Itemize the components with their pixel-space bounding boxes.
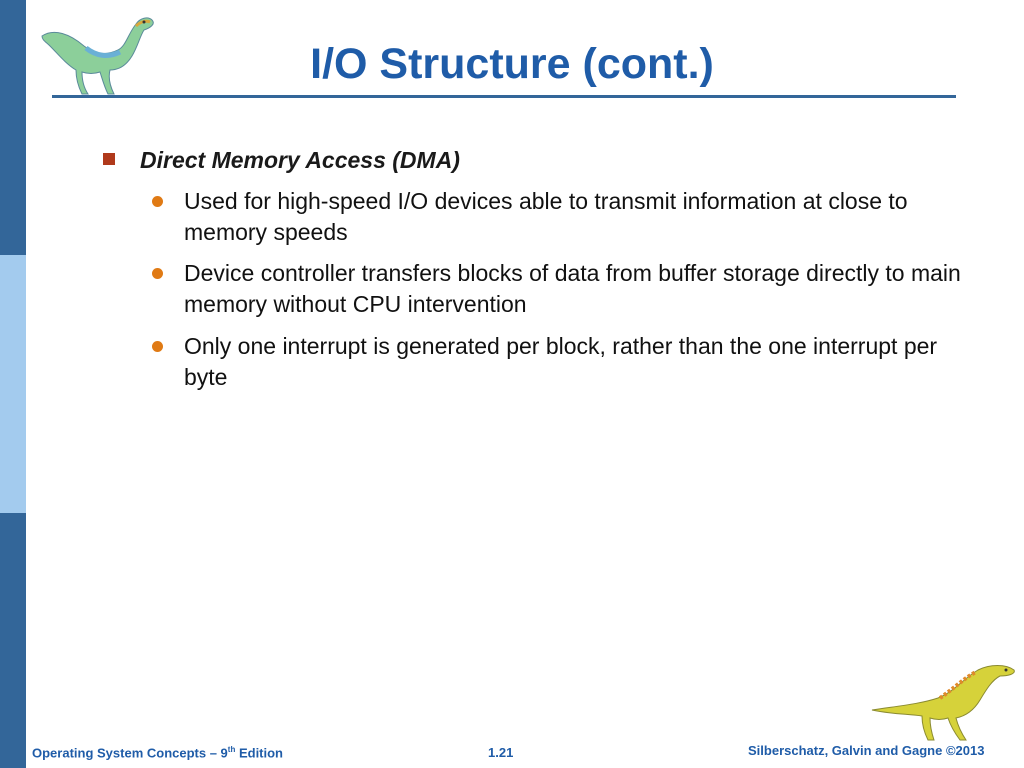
- sidebar-middle-segment: [0, 255, 26, 513]
- sidebar-bottom-segment: [0, 513, 26, 768]
- sub-bullet-text: Used for high-speed I/O devices able to …: [184, 188, 908, 245]
- sidebar-top-segment: [0, 0, 26, 255]
- sub-bullet-text: Only one interrupt is generated per bloc…: [184, 333, 938, 390]
- footer-book-title: Operating System Concepts – 9th Edition: [32, 745, 283, 760]
- footer-book-title-prefix: Operating System Concepts – 9: [32, 745, 228, 761]
- footer-edition-sup: th: [227, 745, 236, 754]
- dot-bullet-icon: [152, 341, 163, 352]
- dinosaur-icon: [871, 665, 1015, 741]
- dot-bullet-icon: [152, 268, 163, 279]
- sub-bullet-text: Device controller transfers blocks of da…: [184, 260, 961, 317]
- slide-number: 1.21: [488, 745, 514, 760]
- footer-book-title-suffix: Edition: [235, 745, 284, 761]
- square-bullet-icon: [103, 153, 115, 165]
- sidebar-stripe: [0, 0, 26, 768]
- dinosaur-icon: [41, 17, 154, 95]
- main-bullet-text: Direct Memory Access (DMA): [140, 147, 460, 173]
- dot-bullet-icon: [152, 196, 163, 207]
- page-title: I/O Structure (cont.): [310, 40, 714, 88]
- title-divider: [52, 95, 956, 98]
- footer-authors: Silberschatz, Galvin and Gagne ©2013: [748, 743, 985, 758]
